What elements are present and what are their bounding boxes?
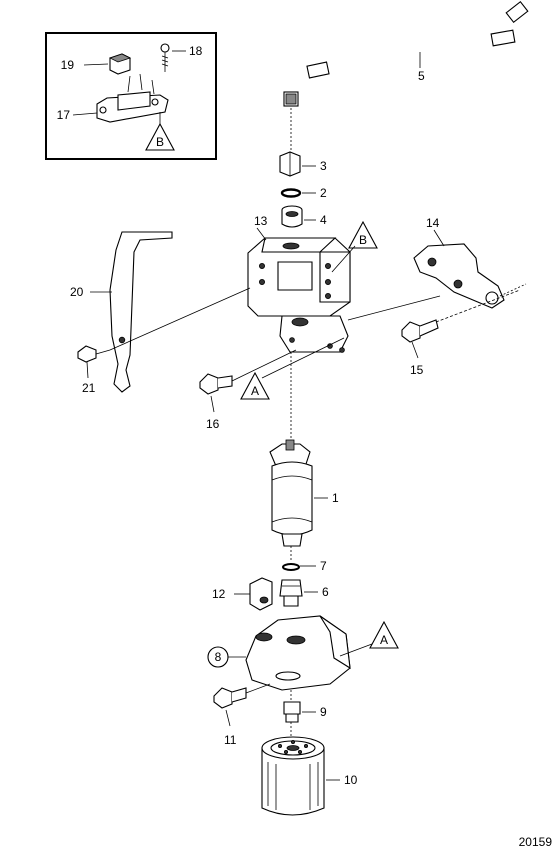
callout-11: 11 bbox=[224, 733, 237, 747]
callout-10: 10 bbox=[344, 773, 358, 787]
callout-9: 9 bbox=[320, 705, 327, 719]
callout-3: 3 bbox=[320, 159, 327, 173]
callout-20: 20 bbox=[70, 285, 84, 299]
callout-1: 1 bbox=[332, 491, 339, 505]
reference-letter-b-main: B bbox=[359, 233, 367, 247]
reference-triangle-a-lower: A bbox=[339, 620, 399, 657]
callout-8: 8 bbox=[215, 650, 222, 664]
fuel-pump-part-1: 1 bbox=[269, 439, 339, 547]
nipple-part-9: 9 bbox=[283, 690, 327, 723]
bolt-part-15: 15 bbox=[401, 319, 439, 377]
bolt-part-11: 11 bbox=[213, 683, 271, 747]
filter-head-part-8: 8 bbox=[207, 615, 351, 691]
callout-5: 5 bbox=[418, 69, 425, 83]
callout-21: 21 bbox=[82, 381, 96, 395]
detail-inset: B 19 18 17 bbox=[45, 32, 217, 160]
o-ring-part-7: 7 bbox=[282, 559, 327, 573]
callout-12: 12 bbox=[212, 587, 226, 601]
callout-14: 14 bbox=[426, 216, 440, 230]
reference-triangle-b-inset: B bbox=[145, 122, 175, 151]
reference-letter-b: B bbox=[156, 135, 164, 149]
reference-letter-a: A bbox=[251, 384, 259, 398]
callout-18: 18 bbox=[189, 44, 203, 58]
bolt-part-21: 21 bbox=[77, 345, 111, 395]
o-ring-part-2: 2 bbox=[280, 186, 327, 200]
nut-part-3: 3 bbox=[279, 151, 327, 177]
bracket-part-17 bbox=[96, 73, 169, 123]
nipple-part-6: 6 bbox=[279, 579, 329, 607]
callout-4: 4 bbox=[320, 213, 327, 227]
callout-17: 17 bbox=[57, 108, 71, 122]
fuel-pipe-part-5: 5 bbox=[283, 0, 529, 107]
callout-19: 19 bbox=[61, 58, 75, 72]
reference-triangle-a: A bbox=[240, 337, 345, 400]
callout-15: 15 bbox=[410, 363, 424, 377]
plug-part-12: 12 bbox=[212, 577, 273, 611]
bracket-part-14: 14 bbox=[413, 216, 505, 309]
callout-6: 6 bbox=[322, 585, 329, 599]
relay-part-19 bbox=[108, 53, 132, 75]
callout-2: 2 bbox=[320, 186, 327, 200]
screw-part-18 bbox=[160, 43, 170, 72]
strap-part-20: 20 bbox=[70, 231, 173, 393]
callout-13: 13 bbox=[254, 214, 268, 228]
reference-letter-a-lower: A bbox=[380, 633, 388, 647]
callout-7: 7 bbox=[320, 559, 327, 573]
figure-id: 20159 bbox=[519, 835, 553, 849]
callout-16: 16 bbox=[206, 417, 220, 431]
bolt-part-16: 16 bbox=[199, 349, 297, 431]
bushing-part-4: 4 bbox=[281, 205, 327, 228]
oil-filter-part-10: 10 bbox=[261, 736, 358, 816]
reference-triangle-b: B bbox=[331, 220, 378, 273]
bracket-part-13: 13 bbox=[247, 214, 351, 353]
